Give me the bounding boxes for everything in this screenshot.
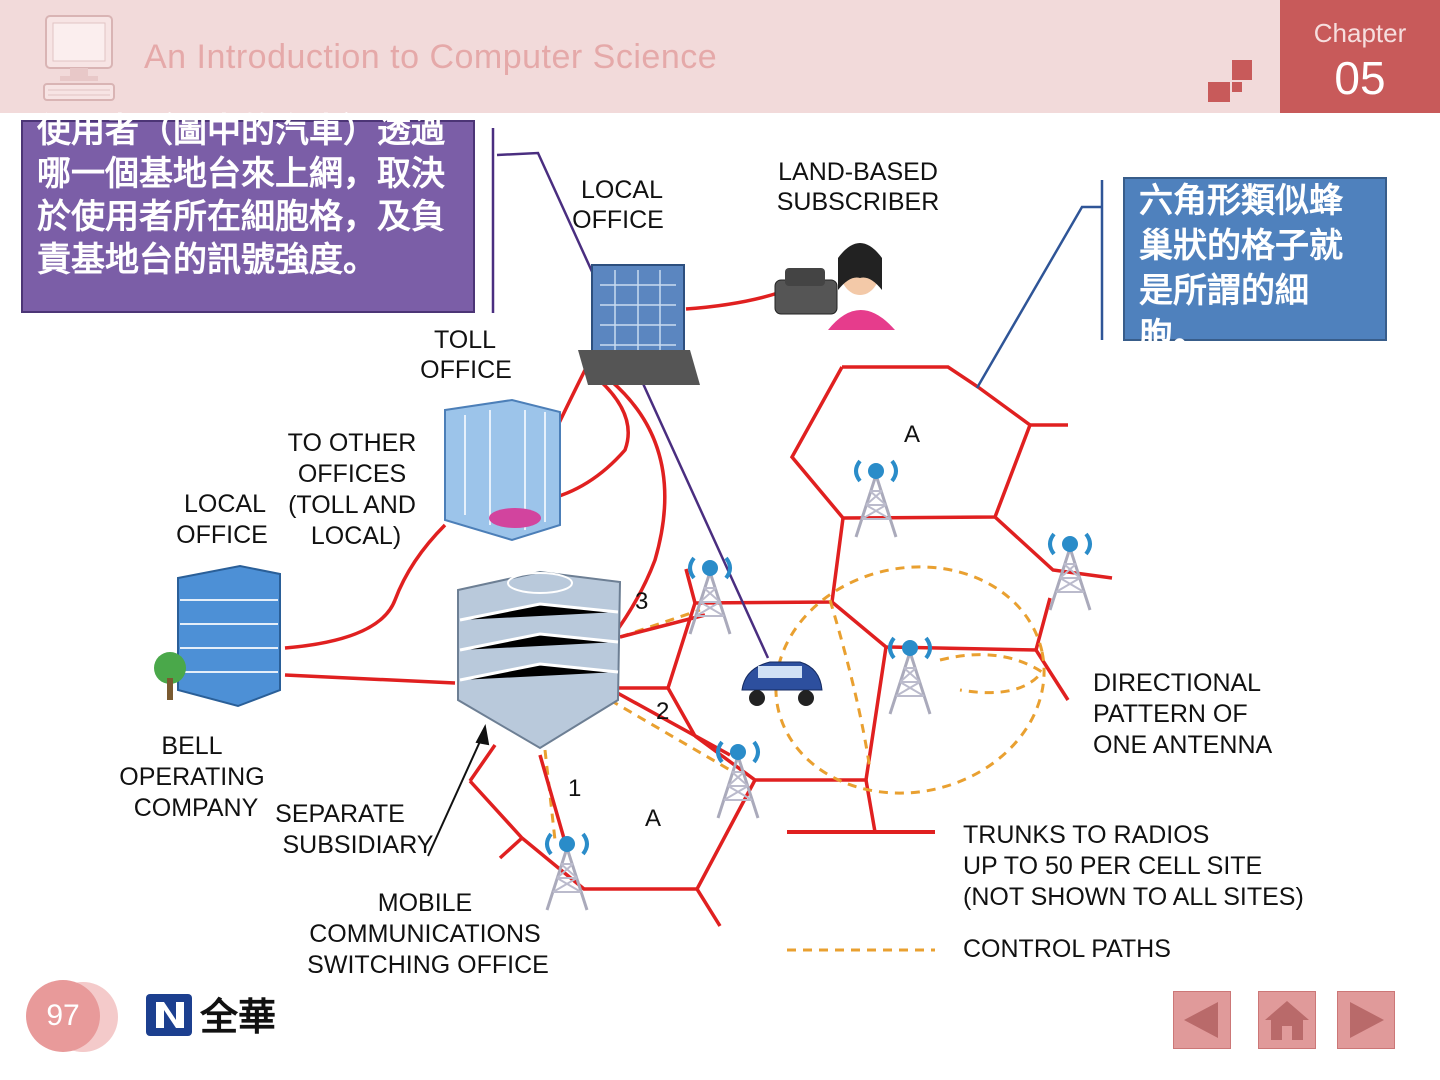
callout-right-text: 六角形類似蜂巢狀的格子就是所謂的細胞。 — [1139, 181, 1343, 356]
decorative-squares — [1208, 60, 1252, 102]
right-arrow-icon — [1350, 1002, 1384, 1038]
svg-text:全華: 全華 — [199, 995, 276, 1038]
label-cell-a-bottom: A — [645, 805, 661, 832]
car-icon — [741, 661, 823, 706]
label-path-2: 2 — [656, 698, 669, 725]
tower-3 — [688, 556, 732, 636]
legend-control-text: CONTROL PATHS — [963, 935, 1171, 963]
publisher-logo: 全華 — [146, 994, 276, 1038]
prev-slide-button[interactable] — [1173, 991, 1231, 1049]
slide-header: An Introduction to Computer Science Chap… — [0, 0, 1440, 113]
home-icon — [1265, 1001, 1309, 1040]
cell-hexagons — [468, 365, 1113, 927]
callout-hexagon-cell: 六角形類似蜂巢狀的格子就是所謂的細胞。 — [1123, 177, 1387, 356]
land-based-subscriber-figure — [774, 243, 895, 330]
subsidiary-arrow — [427, 723, 490, 857]
mobile-switching-office-building — [457, 570, 622, 750]
chapter-label: Chapter — [1313, 18, 1407, 48]
tower-1 — [545, 832, 589, 912]
chapter-number: 05 — [1334, 52, 1386, 104]
callout-pointers — [491, 128, 1104, 659]
course-title: An Introduction to Computer Science — [144, 38, 718, 76]
left-arrow-icon — [1184, 1002, 1218, 1038]
local-office-top-building — [578, 264, 700, 385]
page-number: 97 — [26, 980, 100, 1052]
label-path-3: 3 — [635, 588, 648, 615]
chapter-badge: Chapter 05 — [1280, 0, 1440, 113]
label-path-1: 1 — [568, 775, 581, 802]
toll-office-building — [444, 398, 561, 542]
callout-left-text: 使用者（圖中的汽車）透過哪一個基地台來上網，取決於使用者所在細胞格，及負責基地台… — [37, 111, 445, 280]
bell-local-office-building — [154, 564, 281, 708]
control-paths — [543, 565, 1046, 841]
label-cell-a-top: A — [904, 421, 920, 448]
computer-monitor-icon — [43, 15, 115, 101]
tower-cell-a-top — [854, 459, 898, 539]
home-button[interactable] — [1258, 991, 1316, 1049]
callout-car-basestation: 使用者（圖中的汽車）透過哪一個基地台來上網，取決於使用者所在細胞格，及負責基地台… — [21, 111, 475, 313]
next-slide-button[interactable] — [1337, 991, 1395, 1049]
